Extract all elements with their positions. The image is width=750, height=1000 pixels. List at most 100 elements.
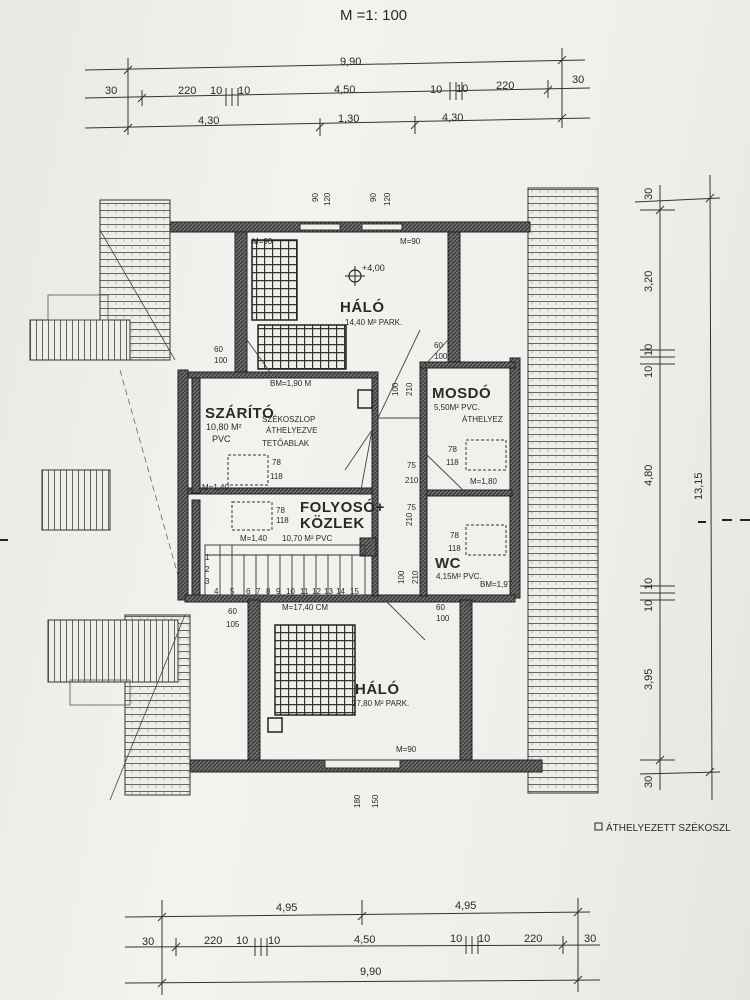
right-dim-10-b: 10: [643, 366, 655, 378]
ann-118-b: 118: [446, 458, 459, 467]
door-210-c: 210: [405, 512, 414, 526]
stair-num-2: 2: [205, 565, 210, 574]
win-dim-90-b: 90: [369, 193, 378, 202]
stair-num-1: 1: [205, 553, 210, 562]
bottom-dim-30-left: 30: [142, 936, 154, 948]
door-210-d: 210: [411, 570, 420, 584]
room-szarito-area: 10,80 M²: [206, 422, 242, 432]
ann-78-d: 78: [276, 506, 285, 515]
door-75-a: 75: [407, 461, 416, 470]
right-dim-overall: 13,15: [693, 472, 705, 500]
top-dim-220-right: 220: [496, 80, 514, 92]
bed-bottom-hatch: [274, 624, 356, 716]
top-dim-30-left: 30: [105, 85, 117, 97]
top-dim-430-right: 4,30: [442, 112, 463, 124]
bottom-dim-10-left-b: 10: [268, 935, 280, 947]
bed-top-hatch: [251, 239, 298, 321]
top-dimension-lines: [84, 48, 591, 136]
bottom-dimension-lines: [124, 898, 601, 995]
column-top: [359, 537, 377, 557]
room-mosdo-name: MOSDÓ: [432, 384, 491, 402]
ann-100-a: 100: [214, 356, 228, 365]
bottom-dim-10-left-a: 10: [236, 935, 248, 947]
right-dim-center-mark: [0, 519, 750, 541]
right-dim-30-top: 30: [643, 188, 655, 200]
door-100-a: 100: [391, 382, 400, 396]
room-folyoso-name1: FOLYOSÓ+: [300, 498, 385, 516]
room-szarito-note2: ÁTHELYEZVE: [266, 426, 317, 435]
ann-105-c: 105: [226, 620, 240, 629]
ann-78-c: 78: [450, 531, 459, 540]
ann-60-a: 60: [214, 345, 223, 354]
ann-m1740: M=17,40 CM: [282, 603, 328, 612]
room-szarito-note3: TETŐABLAK: [262, 439, 310, 448]
door-swings: [246, 329, 476, 641]
room-mosdo-area: 5,50M² PVC.: [434, 403, 480, 412]
ann-m140b: M=1,40: [240, 534, 267, 543]
top-dim-10-right-b: 10: [456, 83, 468, 95]
win-dim-120-a: 120: [323, 192, 332, 206]
room-szarito-note1: SZÉKOSZLOP: [262, 415, 315, 424]
stair-num-11: 11: [300, 587, 309, 596]
right-dim-10-c: 10: [643, 578, 655, 590]
stair-num-5: 5: [230, 587, 235, 596]
ann-60-d: 60: [436, 603, 445, 612]
door-210-a: 210: [405, 382, 414, 396]
roof-windows: [227, 439, 507, 556]
stair-num-10: 10: [286, 587, 295, 596]
dormer-left-top: [29, 319, 131, 361]
bed-top-hatch-2: [257, 324, 347, 370]
bottom-dim-495-left: 4,95: [276, 902, 297, 914]
bottom-dim-220-right: 220: [524, 933, 542, 945]
stair-num-3: 3: [205, 577, 210, 586]
roof-hatching: [29, 187, 599, 801]
win-dim-120-b: 120: [383, 192, 392, 206]
stair-num-12: 12: [312, 587, 321, 596]
ann-78-b: 78: [448, 445, 457, 454]
ann-60-c: 60: [228, 607, 237, 616]
room-folyoso-name2: KÖZLEK: [300, 515, 365, 532]
top-dim-430-left: 4,30: [198, 115, 219, 127]
room-mosdo-note: ÁTHELYEZ: [462, 415, 503, 424]
level-marker: [345, 266, 365, 286]
ann-78-a: 78: [272, 458, 281, 467]
top-dim-10-right-a: 10: [430, 84, 442, 96]
stair-num-8: 8: [266, 587, 271, 596]
top-dim-130: 1,30: [338, 113, 359, 125]
room-halo-bottom-name: HÁLÓ: [355, 680, 400, 698]
bottom-dim-30-right: 30: [584, 933, 596, 945]
door-100-b: 100: [397, 570, 406, 584]
right-dim-320: 3,20: [643, 271, 655, 292]
walls: [169, 221, 543, 773]
room-wc-area: 4,15M² PVC.: [436, 572, 482, 581]
ann-bm190: BM=1,90 M: [270, 379, 311, 388]
dormer-left-mid: [41, 469, 111, 531]
stair-num-14: 14: [336, 587, 345, 596]
column-bottom: [267, 717, 283, 733]
ann-100-d: 100: [436, 614, 450, 623]
top-dim-10-left-b: 10: [238, 85, 250, 97]
column-szarito: [357, 389, 373, 409]
top-dim-10-left-a: 10: [210, 85, 222, 97]
ann-m140a: M=1,40: [202, 483, 229, 492]
stair-num-7: 7: [256, 587, 261, 596]
stair-num-9: 9: [276, 587, 281, 596]
bottom-dim-overall: 9,90: [360, 966, 381, 978]
stair-num-4: 4: [214, 587, 219, 596]
bottom-dim-450: 4,50: [354, 934, 375, 946]
bottom-dim-10-right-b: 10: [478, 933, 490, 945]
top-dim-30-right: 30: [572, 74, 584, 86]
right-dim-10-a: 10: [643, 344, 655, 356]
top-dim-450: 4,50: [334, 84, 355, 96]
right-dim-30-bottom: 30: [643, 776, 655, 788]
scale-title: M =1: 100: [340, 7, 407, 24]
ann-m90-c: M=90: [396, 745, 417, 754]
win-dim-150: 150: [371, 794, 380, 808]
ann-60-b: 60: [434, 341, 443, 350]
dormer-left-low: [47, 619, 179, 683]
room-halo-top-name: HÁLÓ: [340, 298, 385, 316]
ann-118-a: 118: [270, 472, 283, 481]
room-szarito-floor: PVC: [212, 434, 231, 444]
stair-num-13: 13: [324, 587, 333, 596]
